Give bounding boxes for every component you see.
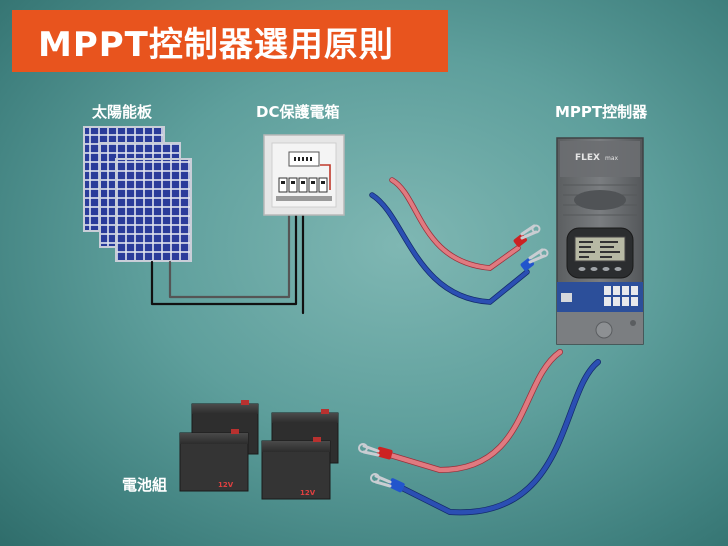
panel-wire-gray — [168, 212, 291, 299]
battery-3-voltage: 12V — [218, 481, 234, 489]
controller-output-wires — [358, 349, 601, 516]
input-wire-negative — [370, 193, 529, 305]
dc-box-label: DC保護電箱 — [256, 103, 340, 121]
solar-panels — [83, 126, 192, 262]
controller-brand: FLEX — [575, 153, 600, 163]
panel-to-box-wires — [150, 212, 305, 315]
solar-panel-label: 太陽能板 — [92, 103, 153, 121]
battery-3: 12V — [179, 429, 249, 492]
output-wire-positive — [387, 349, 563, 473]
battery-4: 12V — [261, 437, 331, 500]
battery-4-voltage: 12V — [300, 489, 316, 497]
panel-wire-black — [150, 212, 298, 306]
title-banner: MPPT控制器選用原則 — [12, 10, 448, 72]
input-wire-positive — [390, 178, 520, 271]
solar-panel-3 — [115, 158, 192, 262]
controller-label: MPPT控制器 — [555, 103, 648, 121]
battery-bank: 12V 12V — [179, 400, 339, 500]
controller-buttons — [578, 267, 622, 271]
dc-protection-box — [263, 134, 345, 216]
battery-label: 電池組 — [122, 476, 168, 494]
page-title: MPPT控制器選用原則 — [38, 24, 394, 65]
output-wire-negative — [399, 359, 601, 515]
controller-brand-suffix: max — [605, 155, 619, 162]
mppt-controller: FLEX max — [556, 137, 644, 345]
dc-breakers — [278, 177, 328, 193]
controller-input-wires — [369, 177, 549, 305]
